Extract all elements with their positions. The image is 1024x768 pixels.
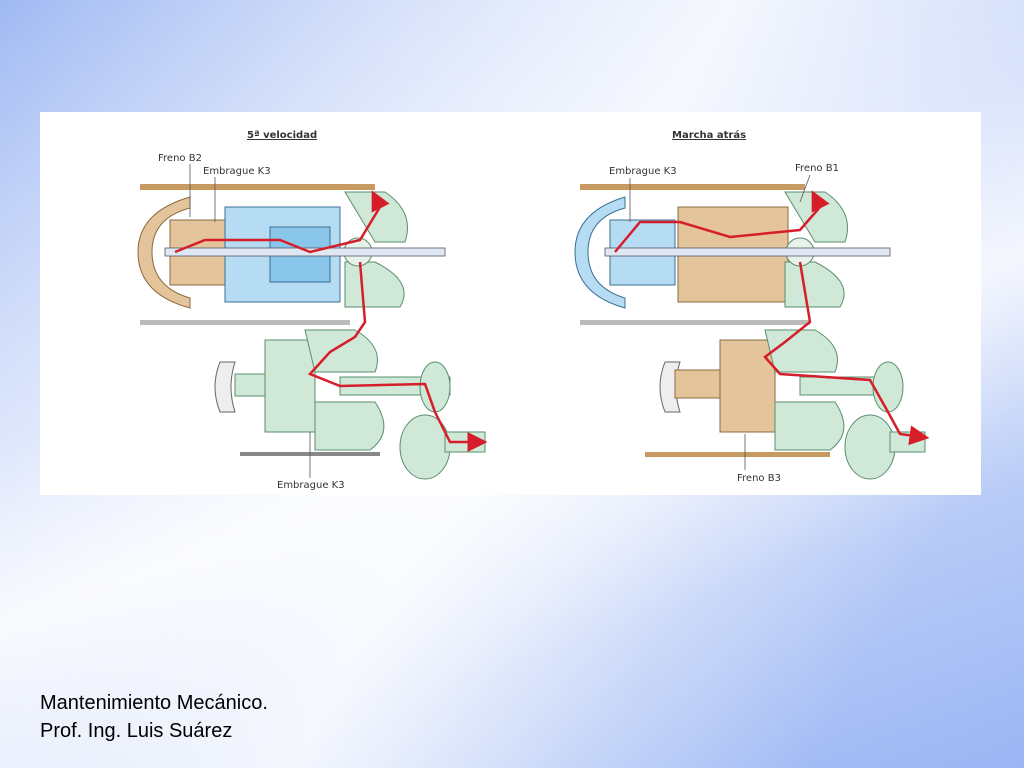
label-freno-b1: Freno B1: [795, 163, 839, 174]
planet-gear-right-2: [784, 261, 845, 308]
label-embrague-k3-right: Embrague K3: [609, 166, 677, 177]
figure-panel: 5ª velocidad: [40, 112, 981, 495]
course-title: Mantenimiento Mecánico.: [40, 692, 268, 714]
power-flow-bottom-right: [763, 261, 930, 446]
brake-drum-b2: [137, 196, 191, 309]
output-wheel-1: [419, 361, 451, 413]
lower-gear-right-1: [764, 329, 838, 373]
housing-rail-bottom: [140, 320, 350, 325]
output-wheel-right-2: [844, 414, 896, 480]
professor-name: Prof. Ing. Luis Suárez: [40, 720, 233, 742]
output-bearing: [214, 361, 236, 413]
label-embrague-k3-top: Embrague K3: [203, 166, 271, 177]
lower-gear-right-2: [774, 401, 845, 451]
housing-rail-top: [140, 184, 375, 190]
lower-gear-housing: [264, 339, 316, 433]
diagram-title-marcha-atras: Marcha atrás: [672, 129, 746, 141]
label-freno-b3: Freno B3: [737, 473, 781, 484]
output-wheel-right-1: [872, 361, 904, 413]
reverse-drum-tan: [719, 339, 776, 433]
housing-rail-top-right: [580, 184, 805, 190]
leader-freno-b1: [799, 174, 811, 203]
power-flow-top: [174, 190, 390, 254]
diagram-marcha-atras: Marcha atrás: [574, 129, 930, 484]
power-flow-top-right: [614, 190, 830, 253]
power-flow-bottom: [307, 261, 488, 452]
main-shaft-top: [164, 247, 446, 257]
lower-rail-right: [645, 452, 830, 457]
diagram-title-5a-velocidad: 5ª velocidad: [247, 130, 317, 141]
label-embrague-k3-bottom: Embrague K3: [277, 480, 345, 491]
clutch-drum-k3-right: [574, 196, 626, 309]
lower-gear-2: [314, 401, 385, 451]
main-shaft-right: [604, 247, 891, 257]
label-freno-b2: Freno B2: [158, 153, 202, 164]
planet-gear-top-2: [344, 261, 405, 308]
lower-gear-1: [304, 329, 378, 373]
transmission-diagrams: 5ª velocidad: [137, 129, 930, 491]
housing-rail-bottom-right: [580, 320, 810, 325]
diagram-5a-velocidad: 5ª velocidad: [137, 130, 488, 491]
